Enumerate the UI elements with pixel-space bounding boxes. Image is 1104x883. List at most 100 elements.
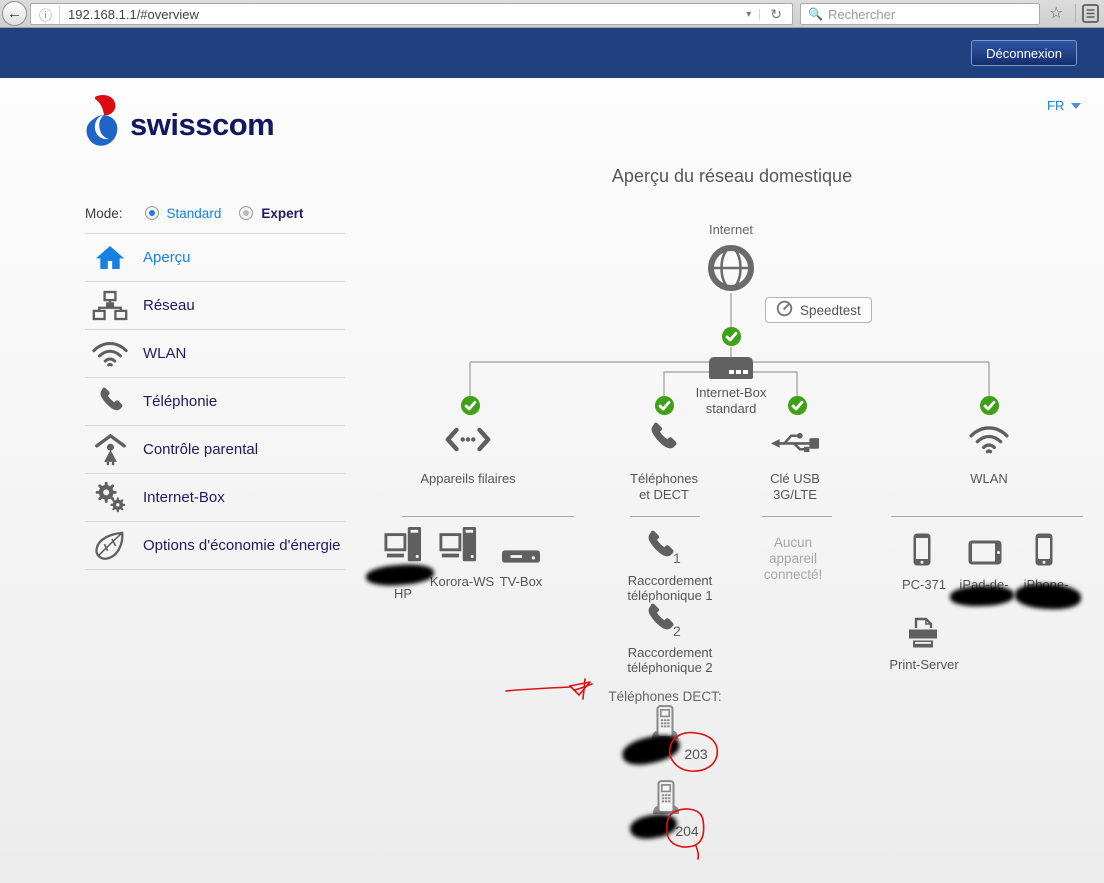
usb-empty-line3: connecté! — [763, 567, 823, 582]
phone-port-2-label-line1: Raccordement — [627, 645, 713, 660]
usb-section-divider — [762, 516, 832, 517]
wlan-section-divider — [891, 516, 1083, 517]
device-tablet-icon[interactable] — [968, 540, 1002, 570]
browser-search[interactable]: 🔍 — [800, 3, 1040, 25]
redaction-mark — [619, 730, 683, 770]
sidebar: Mode: Standard Expert Aperçu — [85, 200, 345, 570]
redaction-mark — [1014, 582, 1082, 611]
usb-empty-line2: appareil — [768, 551, 818, 566]
app-header-bar: Déconnexion — [0, 28, 1104, 78]
page-title: Aperçu du réseau domestique — [611, 166, 853, 186]
bookmark-star-icon[interactable]: ☆ — [1049, 5, 1064, 22]
phone-port-1-label-line1: Raccordement — [627, 573, 713, 588]
gauge-icon — [776, 300, 793, 320]
status-check-internet — [721, 326, 742, 347]
brand-name: swisscom — [130, 106, 275, 142]
bookmarks-menu-icon[interactable] — [1082, 4, 1099, 28]
wired-branch-label: Appareils filaires — [420, 471, 516, 486]
usb-branch-label-line2: 3G/LTE — [773, 487, 817, 502]
search-input[interactable] — [827, 6, 1039, 22]
url-dropdown-icon[interactable]: ▾ — [738, 8, 761, 20]
browser-toolbar: ← ⓘ ▾ ↻ 🔍 ☆ — [0, 0, 1104, 28]
redaction-mark — [628, 811, 679, 842]
reload-icon[interactable]: ↻ — [770, 5, 782, 22]
wlan-branch-icon — [968, 424, 1010, 459]
home-icon — [87, 244, 133, 271]
sidebar-item-wlan[interactable]: WLAN — [85, 330, 345, 378]
leaf-icon — [87, 530, 133, 562]
device-label-printserver: Print-Server — [889, 657, 959, 672]
sidebar-item-economie-energie[interactable]: Options d'économie d'énergie — [85, 522, 345, 570]
sidebar-item-apercu[interactable]: Aperçu — [85, 234, 345, 282]
parental-control-icon — [87, 433, 133, 466]
usb-key-icon — [770, 427, 820, 461]
status-check-wired — [460, 395, 481, 416]
phone-port-2-label-line2: téléphonique 2 — [627, 660, 713, 675]
phones-branch-label-line1: Téléphones — [630, 471, 698, 486]
wifi-icon — [87, 340, 133, 367]
phones-branch-icon — [647, 422, 680, 460]
back-button[interactable]: ← — [2, 1, 27, 26]
internet-box-icon — [709, 357, 753, 379]
swisscom-logo-icon — [82, 94, 122, 155]
sidebar-item-internet-box[interactable]: Internet-Box — [85, 474, 345, 522]
status-check-phones — [654, 395, 675, 416]
device-label-tvbox: TV-Box — [499, 574, 543, 589]
sidebar-menu: Aperçu Réseau — [85, 233, 345, 570]
wired-section-divider — [402, 516, 574, 517]
phone-icon — [87, 387, 133, 416]
logout-button[interactable]: Déconnexion — [971, 40, 1077, 66]
dect-phone-2-number: 204 — [675, 823, 699, 839]
dect-phones-label: Téléphones DECT: — [608, 689, 722, 704]
sidebar-item-controle-parental[interactable]: Contrôle parental — [85, 426, 345, 474]
device-desktop-icon[interactable] — [383, 527, 423, 570]
device-label-hp: HP — [393, 586, 413, 601]
device-label-korora: Korora-WS — [429, 574, 495, 589]
swisscom-logo: swisscom — [82, 94, 275, 155]
radio-unselected-icon[interactable] — [239, 206, 254, 220]
phones-branch-label-line2: et DECT — [639, 487, 689, 502]
device-tvbox-icon[interactable] — [502, 550, 540, 568]
url-input[interactable] — [60, 6, 739, 22]
radio-selected-icon[interactable] — [144, 206, 159, 220]
red-arrow-line — [505, 686, 571, 692]
phone-port-2-icon[interactable] — [644, 603, 677, 641]
toolbar-divider — [1075, 4, 1076, 23]
search-icon: 🔍 — [808, 7, 823, 21]
language-code: FR — [1047, 98, 1065, 113]
sidebar-item-reseau[interactable]: Réseau — [85, 282, 345, 330]
internet-label: Internet — [708, 222, 754, 237]
phone-port-1-label-line2: téléphonique 1 — [627, 588, 713, 603]
phone-port-2-number: 2 — [673, 623, 681, 639]
device-smartphone-icon[interactable] — [913, 533, 931, 571]
dect-phone-1-number: 203 — [684, 746, 708, 762]
url-bar[interactable]: ⓘ ▾ ↻ — [30, 3, 793, 25]
network-icon — [87, 290, 133, 321]
status-check-wlan — [979, 395, 1000, 416]
internet-box-label-line1: Internet-Box — [695, 385, 767, 400]
device-printer-icon[interactable] — [908, 617, 938, 654]
device-smartphone-icon[interactable] — [1035, 533, 1053, 571]
redaction-mark — [365, 562, 435, 588]
page-body: swisscom FR Mode: Standard Expert Aperçu — [0, 78, 1104, 883]
speedtest-button[interactable]: Speedtest — [765, 297, 872, 323]
phones-section-divider — [630, 516, 700, 517]
mode-radio-standard[interactable]: Standard — [144, 206, 221, 221]
usb-branch-label-line1: Clé USB — [770, 471, 820, 486]
phone-port-1-icon[interactable] — [644, 530, 677, 568]
mode-switch: Mode: Standard Expert — [85, 200, 345, 226]
sidebar-item-telephonie[interactable]: Téléphonie — [85, 378, 345, 426]
redaction-mark — [949, 584, 1015, 608]
device-label-pc371: PC-371 — [901, 577, 947, 592]
site-info-icon[interactable]: ⓘ — [31, 4, 61, 24]
wlan-branch-label: WLAN — [970, 471, 1008, 486]
device-desktop-icon[interactable] — [438, 527, 478, 570]
mode-radio-expert[interactable]: Expert — [239, 206, 303, 221]
internet-globe-icon — [707, 244, 755, 297]
usb-empty-line1: Aucun — [773, 535, 813, 550]
language-selector[interactable]: FR — [1047, 98, 1082, 113]
gears-icon — [87, 482, 133, 513]
status-check-usb — [787, 395, 808, 416]
internet-box-label-line2: standard — [705, 401, 757, 416]
phone-port-1-number: 1 — [673, 550, 681, 566]
